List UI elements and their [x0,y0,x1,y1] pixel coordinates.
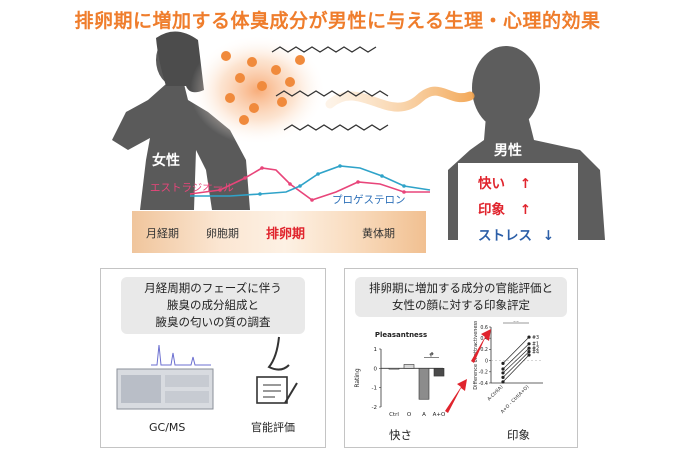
odor-cloud [190,35,326,145]
top-illustration [112,31,605,245]
left-panel-title: 月経周期のフェーズに伴う 腋臭の成分組成と 腋臭の匂いの質の調査 [121,277,305,334]
line-point [527,353,531,357]
impression-caption: 印象 [507,428,530,442]
line-series-label: #1 [532,342,539,348]
bar-chart-category-label: O [407,412,412,418]
line-point [527,350,531,354]
line-series-label: #4 [532,349,539,355]
bar-chart-ytick-label: 1 [374,347,378,353]
odor-wisp [325,86,475,112]
line-point [501,371,505,375]
phase-ovulation: 排卵期 [266,227,306,242]
menstrual-phase-band: 月経期 卵胞期 排卵期 黄体期 [132,211,426,253]
bar-chart-ylabel: Rating [354,368,361,388]
line-series [502,343,530,370]
left-method-panel: 月経周期のフェーズに伴う 腋臭の成分組成と 腋臭の匂いの質の調査 GC/MS 官… [100,268,326,448]
bar [403,364,415,369]
up-arrow-icon: ↑ [519,202,532,218]
line-point [501,367,505,371]
line-series [502,354,530,383]
line-chart-ytick-label: 0.6 [480,325,488,331]
bar-chart-category-label: A+O [433,412,446,418]
red-arrow-icon [471,329,491,363]
progesterone-label: プロゲステロン [332,194,406,206]
gcms-label: GC/MS [149,421,186,434]
bar-chart-significance-mark: # [429,351,434,358]
odor-particles [221,51,305,125]
phase-menstrual: 月経期 [146,227,179,240]
right-results-panel: 排卵期に増加する成分の官能評価と 女性の顔に対する印象評定 Pleasantne… [344,268,578,448]
estradiol-curve [189,167,430,201]
line-chart-ytick-label: 0 [485,358,488,364]
bar-chart-ytick-label: 0 [374,366,378,372]
effect-pleasant: 快い ↑ [478,176,532,192]
molecule-structures [271,46,389,131]
page-title: 排卵期に増加する体臭成分が男性に与える生理・心理的効果 [74,10,601,32]
line-point [501,361,505,365]
sensory-label: 官能評価 [251,421,295,434]
line-chart-ytick-label: -0.2 [479,370,488,376]
bar-chart-category-label: Ctrl [389,412,399,418]
bar-chart-ytick-label: -1 [372,386,377,392]
line-chart-ytick-label: -0.4 [479,381,488,387]
line-point [527,335,531,339]
phase-luteal: 黄体期 [362,227,395,240]
attractiveness-line-chart: Difference of attractiveness0.60.40.20-0… [471,321,543,415]
bar [418,368,430,400]
bar [388,368,400,370]
effect-impression: 印象 ↑ [478,202,532,218]
gcms-instrument-icon [116,344,214,410]
line-chart-significance-mark: ** [513,321,519,326]
line-chart-category-label: A+O - Ctrl(A+O) [500,384,531,415]
bar-chart-title: Pleasantness [375,331,427,339]
down-arrow-icon: ↓ [542,228,555,244]
line-chart-category-label: A-Ctrl(A) [486,384,504,402]
sensory-evaluation-icon [256,336,298,404]
red-arrow-icon [445,379,467,413]
line-point [501,375,505,379]
line-series-label: #2 [532,346,539,352]
woman-label: 女性 [152,153,180,169]
man-effects-box [458,163,578,245]
man-label: 男性 [494,143,522,159]
estradiol-label: エストラジオール [150,182,234,194]
line-chart-ytick-label: 0.2 [480,347,488,353]
line-point [527,346,531,350]
line-series [502,348,530,374]
line-series-label: #3 [532,335,539,341]
up-arrow-icon: ↑ [519,176,532,192]
pleasantness-caption: 快さ [389,428,412,442]
line-series [502,351,530,378]
effect-stress: ストレス ↓ [478,228,555,244]
phase-follicular: 卵胞期 [206,227,239,240]
line-series [502,336,530,364]
bar-chart-category-label: A [422,412,426,418]
right-panel-title: 排卵期に増加する成分の官能評価と 女性の顔に対する印象評定 [355,277,567,317]
line-point [527,342,531,346]
line-point [501,380,505,384]
bar [433,368,445,377]
bar-chart-ytick-label: -2 [372,405,377,411]
